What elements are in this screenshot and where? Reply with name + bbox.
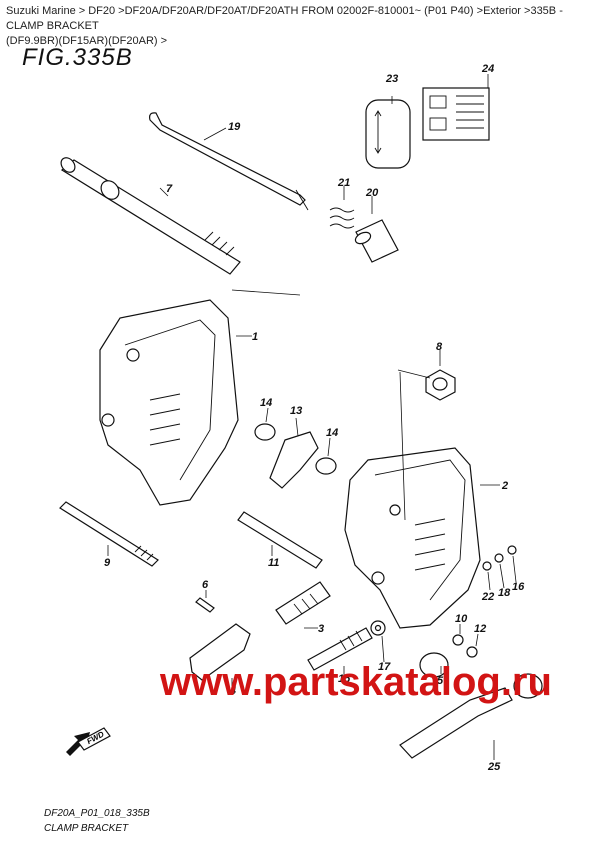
part-9-bolt[interactable] [59, 501, 159, 567]
part-number-14-left[interactable]: 14 [260, 397, 272, 409]
part-number-22[interactable]: 22 [481, 591, 494, 603]
breadcrumb-line-2[interactable]: (DF9.9BR)(DF15AR)(DF20AR) > [6, 35, 168, 47]
part-number-19[interactable]: 19 [228, 121, 241, 133]
part-number-9[interactable]: 9 [104, 557, 111, 569]
part-number-12[interactable]: 12 [474, 623, 486, 635]
breadcrumb-line-1[interactable]: Suzuki Marine > DF20 >DF20A/DF20AR/DF20A… [6, 5, 563, 32]
part-number-24[interactable]: 24 [481, 63, 494, 75]
part-number-5[interactable]: 5 [437, 675, 444, 687]
part-14-bushing-left[interactable] [254, 423, 276, 441]
part-24-caution-label[interactable] [422, 87, 490, 141]
part-number-11[interactable]: 11 [268, 557, 279, 569]
part-16-nut[interactable] [507, 545, 517, 555]
figure-caption: CLAMP BRACKET [44, 823, 129, 834]
part-number-20[interactable]: 20 [365, 187, 379, 199]
part-23-decal[interactable] [365, 99, 411, 169]
fwd-arrow-icon: FWD [64, 722, 112, 763]
part-number-13[interactable]: 13 [290, 405, 302, 417]
part-number-23[interactable]: 23 [385, 73, 398, 85]
part-number-7[interactable]: 7 [166, 183, 173, 195]
part-number-15[interactable]: 15 [338, 673, 351, 685]
part-25-handle-screw[interactable] [399, 673, 543, 759]
part-number-2[interactable]: 2 [501, 480, 508, 492]
part-number-3[interactable]: 3 [318, 623, 324, 635]
figure-code: DF20A_P01_018_335B [44, 808, 150, 819]
part-18-washer[interactable] [494, 553, 504, 563]
part-17-washer[interactable] [370, 620, 386, 636]
part-11-rod[interactable] [237, 511, 323, 569]
part-12-nut[interactable] [466, 646, 478, 658]
breadcrumb[interactable]: Suzuki Marine > DF20 >DF20A/DF20AR/DF20A… [6, 4, 594, 49]
part-8-nut[interactable] [425, 369, 456, 401]
part-number-10[interactable]: 10 [455, 613, 468, 625]
part-number-4[interactable]: 4 [229, 685, 236, 697]
part-20-bushing[interactable] [354, 219, 399, 263]
part-10-washer[interactable] [452, 634, 464, 646]
part-number-6[interactable]: 6 [202, 579, 209, 591]
part-15-bolt[interactable] [307, 627, 373, 671]
part-number-21[interactable]: 21 [337, 177, 350, 189]
part-2-clamp-bracket[interactable] [344, 447, 481, 629]
part-7-tilt-pin[interactable] [58, 155, 241, 275]
part-1-clamp-bracket[interactable] [99, 299, 239, 506]
part-4-clamp-pad[interactable] [189, 623, 251, 681]
part-14-bushing-right[interactable] [315, 457, 337, 475]
part-number-8[interactable]: 8 [436, 341, 443, 353]
part-19-rod[interactable] [149, 112, 309, 211]
part-number-16[interactable]: 16 [512, 581, 525, 593]
part-21-spring[interactable] [329, 207, 355, 229]
part-number-1[interactable]: 1 [252, 331, 258, 343]
part-number-17[interactable]: 17 [378, 661, 391, 673]
part-number-25[interactable]: 25 [487, 761, 501, 773]
part-22-washer[interactable] [482, 561, 492, 571]
part-3-screw[interactable] [275, 581, 331, 625]
part-number-14-right[interactable]: 14 [326, 427, 338, 439]
part-number-18[interactable]: 18 [498, 587, 511, 599]
figure-title: FIG.335B [22, 44, 133, 71]
part-13-lever[interactable] [269, 431, 319, 489]
watermark: www.partskatalog.ru [160, 660, 552, 704]
part-6-pin[interactable] [195, 597, 215, 613]
